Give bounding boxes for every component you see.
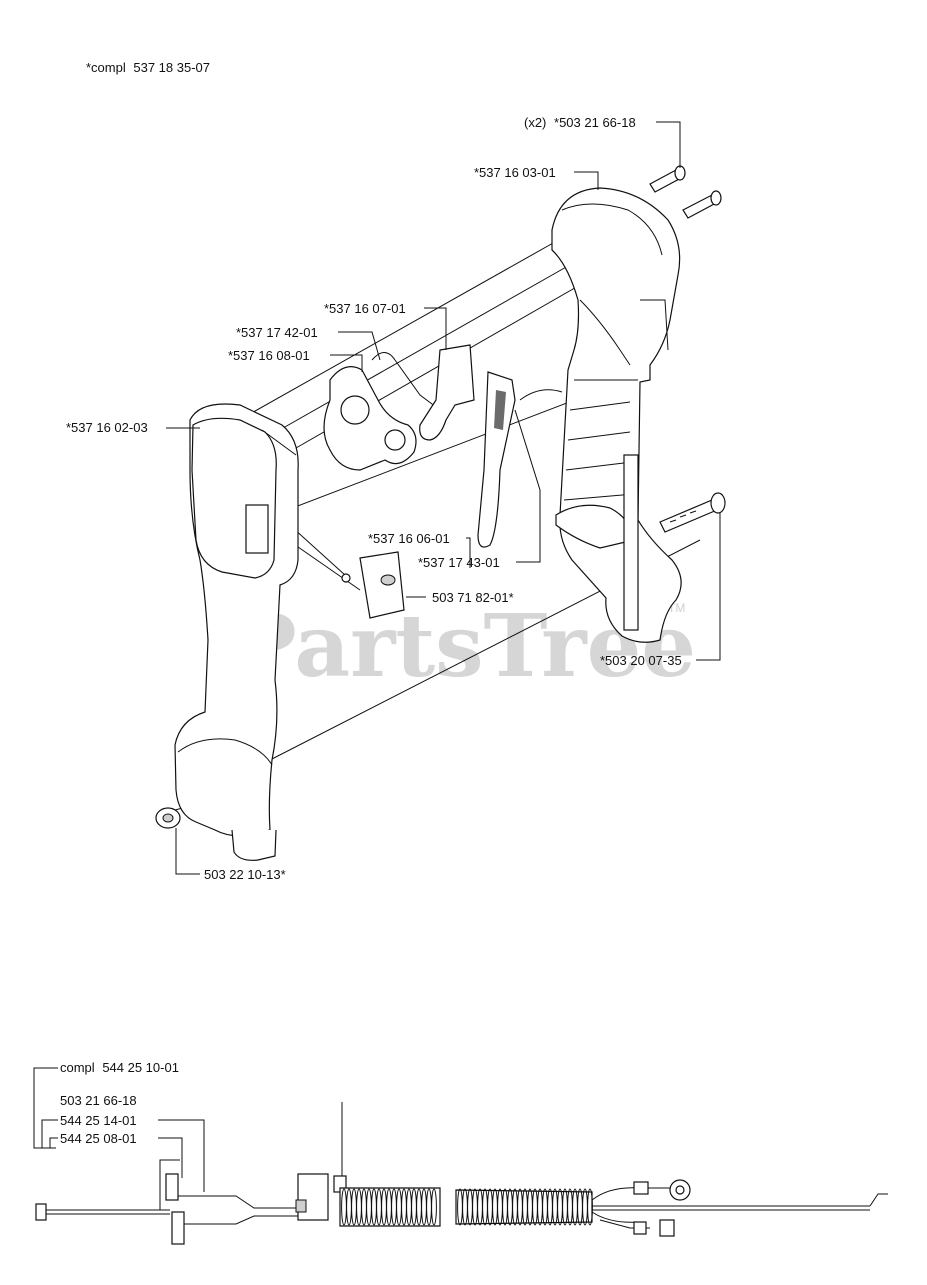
compl-prefix: *compl [86, 60, 126, 75]
coil-rings [341, 1188, 593, 1226]
cable-compl-number: 544 25 10-01 [102, 1060, 179, 1075]
cable-item-3: 544 25 08-01 [60, 1131, 137, 1146]
long-screw-icon [659, 492, 726, 533]
callout-handle-left: *537 16 02-03 [66, 420, 148, 435]
callout-handle-right: *537 16 03-01 [474, 165, 556, 180]
cable-kit-leaders [33, 1067, 343, 1210]
leader-lines [166, 121, 721, 875]
callout-part-160801: *537 16 08-01 [228, 348, 310, 363]
cable-kit-labels: compl 544 25 10-01 503 21 66-18 544 25 1… [60, 1060, 179, 1146]
cable-connectors-icon [591, 1179, 888, 1237]
callout-labels: (x2) *503 21 66-18 *537 16 03-01 *537 16… [66, 115, 682, 882]
qty-label: (x2) [524, 115, 546, 130]
cable-item-1: 503 21 66-18 [60, 1093, 137, 1108]
callout-switch: 503 71 82-01* [432, 590, 514, 605]
coil-ring [431, 1188, 437, 1226]
cable-compl-prefix: compl [60, 1060, 95, 1075]
callout-part-160701: *537 16 07-01 [324, 301, 406, 316]
callout-nut: 503 22 10-13* [204, 867, 286, 882]
screw-top-number: *503 21 66-18 [554, 115, 636, 130]
throttle-cable-icon [35, 1173, 347, 1245]
top-screws-icon [649, 165, 722, 219]
callout-throttle: *537 17 43-01 [418, 555, 500, 570]
cable-compl-header: compl 544 25 10-01 [60, 1060, 179, 1075]
left-handle-housing [174, 403, 299, 861]
coil-ring [587, 1188, 593, 1226]
spiral-conduit-icon [339, 1187, 593, 1227]
callout-screw-long: *503 20 07-35 [600, 653, 682, 668]
compl-number: 537 18 35-07 [133, 60, 210, 75]
nut-icon [155, 807, 181, 829]
callout-screw-top: (x2) *503 21 66-18 [524, 115, 636, 130]
callout-switch-holder: *537 16 06-01 [368, 531, 450, 546]
right-handle-housing [551, 187, 682, 643]
compl-header: *compl 537 18 35-07 [86, 60, 210, 75]
internal-parts [323, 344, 563, 619]
cable-item-2: 544 25 14-01 [60, 1113, 137, 1128]
callout-part-174201: *537 17 42-01 [236, 325, 318, 340]
